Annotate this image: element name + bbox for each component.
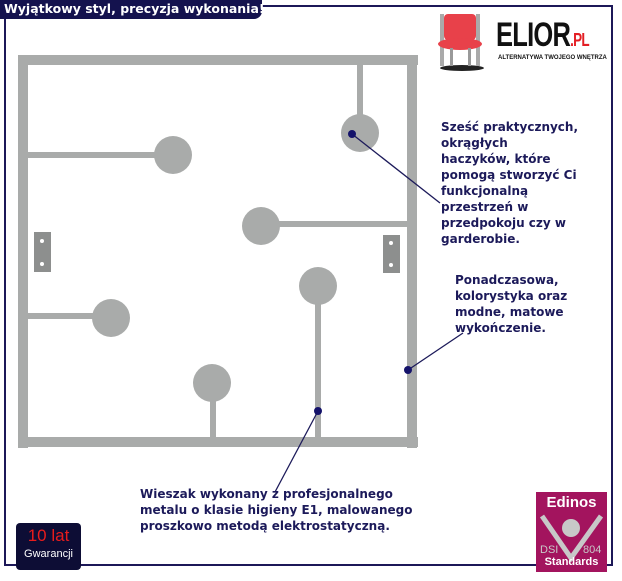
callout-dot [314,407,322,415]
logo-wordmark: ELIOR.PL [496,16,590,54]
elior-logo[interactable]: ELIOR.PL ALTERNATYWA TWOJEGO WNĘTRZA [432,10,612,72]
content-frame [4,5,613,566]
badge-right: 804 [583,544,602,556]
callout-material: Wieszak wykonany z profesjonalnego metal… [140,487,413,533]
page-title: Wyjątkowy styl, precyzja wykonania! [0,0,265,19]
v-logo-icon [539,514,604,563]
hook-3 [242,207,280,245]
badge-bottom: Standards [544,556,599,568]
logo-tagline: ALTERNATYWA TWOJEGO WNĘTRZA [498,55,607,61]
frame-right [407,55,417,448]
frame-left [18,55,28,448]
edinos-badge: Edinos DSI 804 Standards [536,492,607,572]
callout-hooks: Sześć praktycznych, okrągłych haczyków, … [441,120,579,246]
right-bracket [383,235,400,273]
callout-finish: Ponadczasowa, kolorystyka oraz modne, ma… [455,273,568,335]
chair-icon [438,14,484,71]
warranty-years: 10 lat [27,526,70,545]
badge-left: DSI [540,544,559,556]
warranty-label: Gwarancji [24,548,73,560]
hook-4 [299,267,337,305]
warranty-badge: 10 lat Gwarancji [16,523,81,570]
hook-5 [92,299,130,337]
badge-brand: Edinos [546,494,597,511]
left-bracket [34,232,51,272]
frame-top [18,55,418,65]
hook-1 [341,114,379,152]
callout-dot [404,366,412,374]
hook-2 [154,136,192,174]
frame-bottom [18,437,418,447]
hook-6 [193,364,231,402]
callout-dot [348,130,356,138]
